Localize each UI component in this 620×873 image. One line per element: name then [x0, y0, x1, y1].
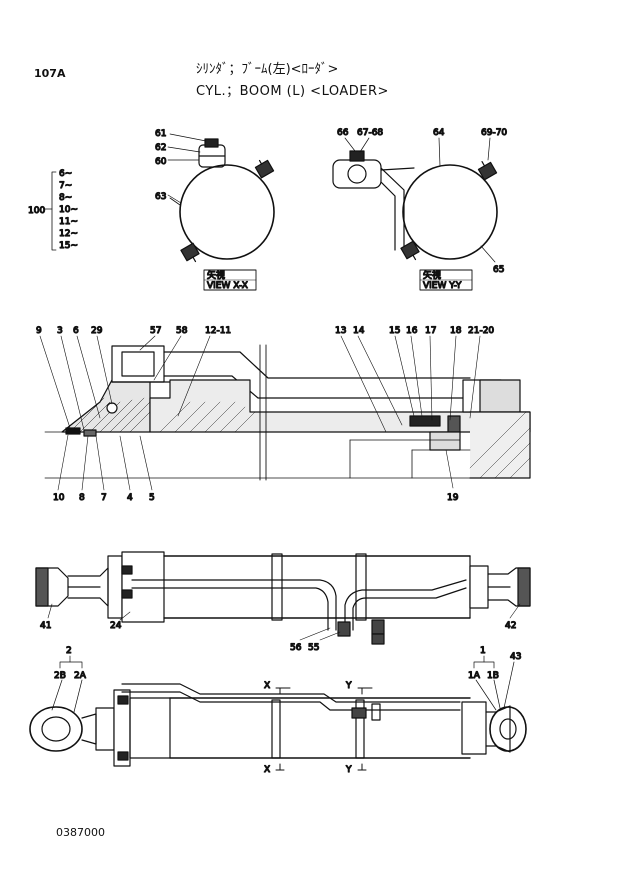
assembly-item-7: 15~	[59, 241, 78, 251]
callout-55: 55	[308, 643, 319, 653]
callout-57: 57	[150, 326, 161, 336]
view-xx-drawing	[169, 138, 275, 263]
callout-5: 5	[149, 493, 155, 503]
assembly-item-6: 12~	[59, 229, 78, 239]
callout-2: 2	[66, 646, 72, 656]
view-xx-kanji: 矢視	[207, 269, 225, 281]
callout-62: 62	[155, 143, 166, 153]
callout-69-70: 69-70	[481, 128, 507, 138]
callout-2B: 2B	[54, 671, 66, 681]
callout-19: 19	[447, 493, 459, 503]
callout-64: 64	[433, 128, 445, 138]
callout-14: 14	[353, 326, 365, 336]
assembly-item-5: 11~	[59, 217, 78, 227]
callout-67-68: 67-68	[357, 128, 383, 138]
callout-2A: 2A	[74, 671, 87, 681]
cylinder-bottom-view	[29, 683, 527, 771]
callout-29: 29	[91, 326, 103, 336]
callout-43: 43	[510, 652, 521, 662]
callout-3: 3	[57, 326, 63, 336]
assembly-item-3: 8~	[59, 193, 72, 203]
view-xx-label: 矢視 VIEW X-X	[203, 268, 257, 292]
callout-13: 13	[335, 326, 346, 336]
view-yy-drawing	[332, 150, 498, 261]
assembly-item-2: 7~	[59, 181, 72, 191]
callout-1A: 1A	[468, 671, 481, 681]
callout-65: 65	[493, 265, 504, 275]
callout-61: 61	[155, 129, 166, 139]
callout-24: 24	[110, 621, 122, 631]
view-yy-label: 矢視 VIEW Y-Y	[419, 268, 473, 292]
page-code: 107A	[34, 67, 66, 80]
callout-7: 7	[101, 493, 107, 503]
title-english: CYL.；BOOM (L) <LOADER>	[196, 84, 389, 99]
callout-66: 66	[337, 128, 349, 138]
drawing-number: 0387000	[56, 826, 105, 839]
view-yy-kanji: 矢視	[423, 269, 441, 281]
callout-42: 42	[505, 621, 516, 631]
callout-1: 1	[480, 646, 486, 656]
section-mark-x-top: X	[264, 681, 270, 691]
section-leaders	[39, 335, 481, 491]
top-leaders	[167, 133, 496, 263]
callout-58: 58	[176, 326, 188, 336]
bottom-brackets	[51, 655, 515, 713]
callout-63: 63	[155, 192, 166, 202]
callout-10: 10	[53, 493, 65, 503]
side-view-leaders	[47, 603, 521, 641]
callout-60: 60	[155, 157, 167, 167]
assembly-bracket	[43, 171, 57, 251]
callout-8: 8	[79, 493, 85, 503]
callout-18: 18	[450, 326, 462, 336]
callout-9: 9	[36, 326, 42, 336]
callout-21-20: 21-20	[468, 326, 494, 336]
section-mark-x-bottom: X	[264, 765, 270, 775]
section-mark-y-top: Y	[345, 681, 352, 691]
assembly-number: 100	[28, 206, 45, 216]
callout-56: 56	[290, 643, 302, 653]
section-mark-y-bottom: Y	[345, 765, 352, 775]
view-xx-text: VIEW X-X	[207, 281, 248, 291]
callout-41: 41	[40, 621, 51, 631]
callout-16: 16	[406, 326, 418, 336]
callout-17: 17	[425, 326, 436, 336]
callout-6: 6	[73, 326, 79, 336]
assembly-item-1: 6~	[59, 169, 72, 179]
callout-1B: 1B	[487, 671, 499, 681]
callout-4: 4	[127, 493, 133, 503]
cylinder-side-view	[35, 551, 531, 645]
callout-12-11: 12-11	[205, 326, 231, 336]
view-yy-text: VIEW Y-Y	[423, 281, 462, 291]
section-view	[44, 344, 531, 481]
callout-15: 15	[389, 326, 400, 336]
assembly-item-4: 10~	[59, 205, 78, 215]
title-japanese: ｼﾘﾝﾀﾞ；ﾌﾞｰﾑ(左)<ﾛｰﾀﾞ>	[196, 62, 339, 77]
